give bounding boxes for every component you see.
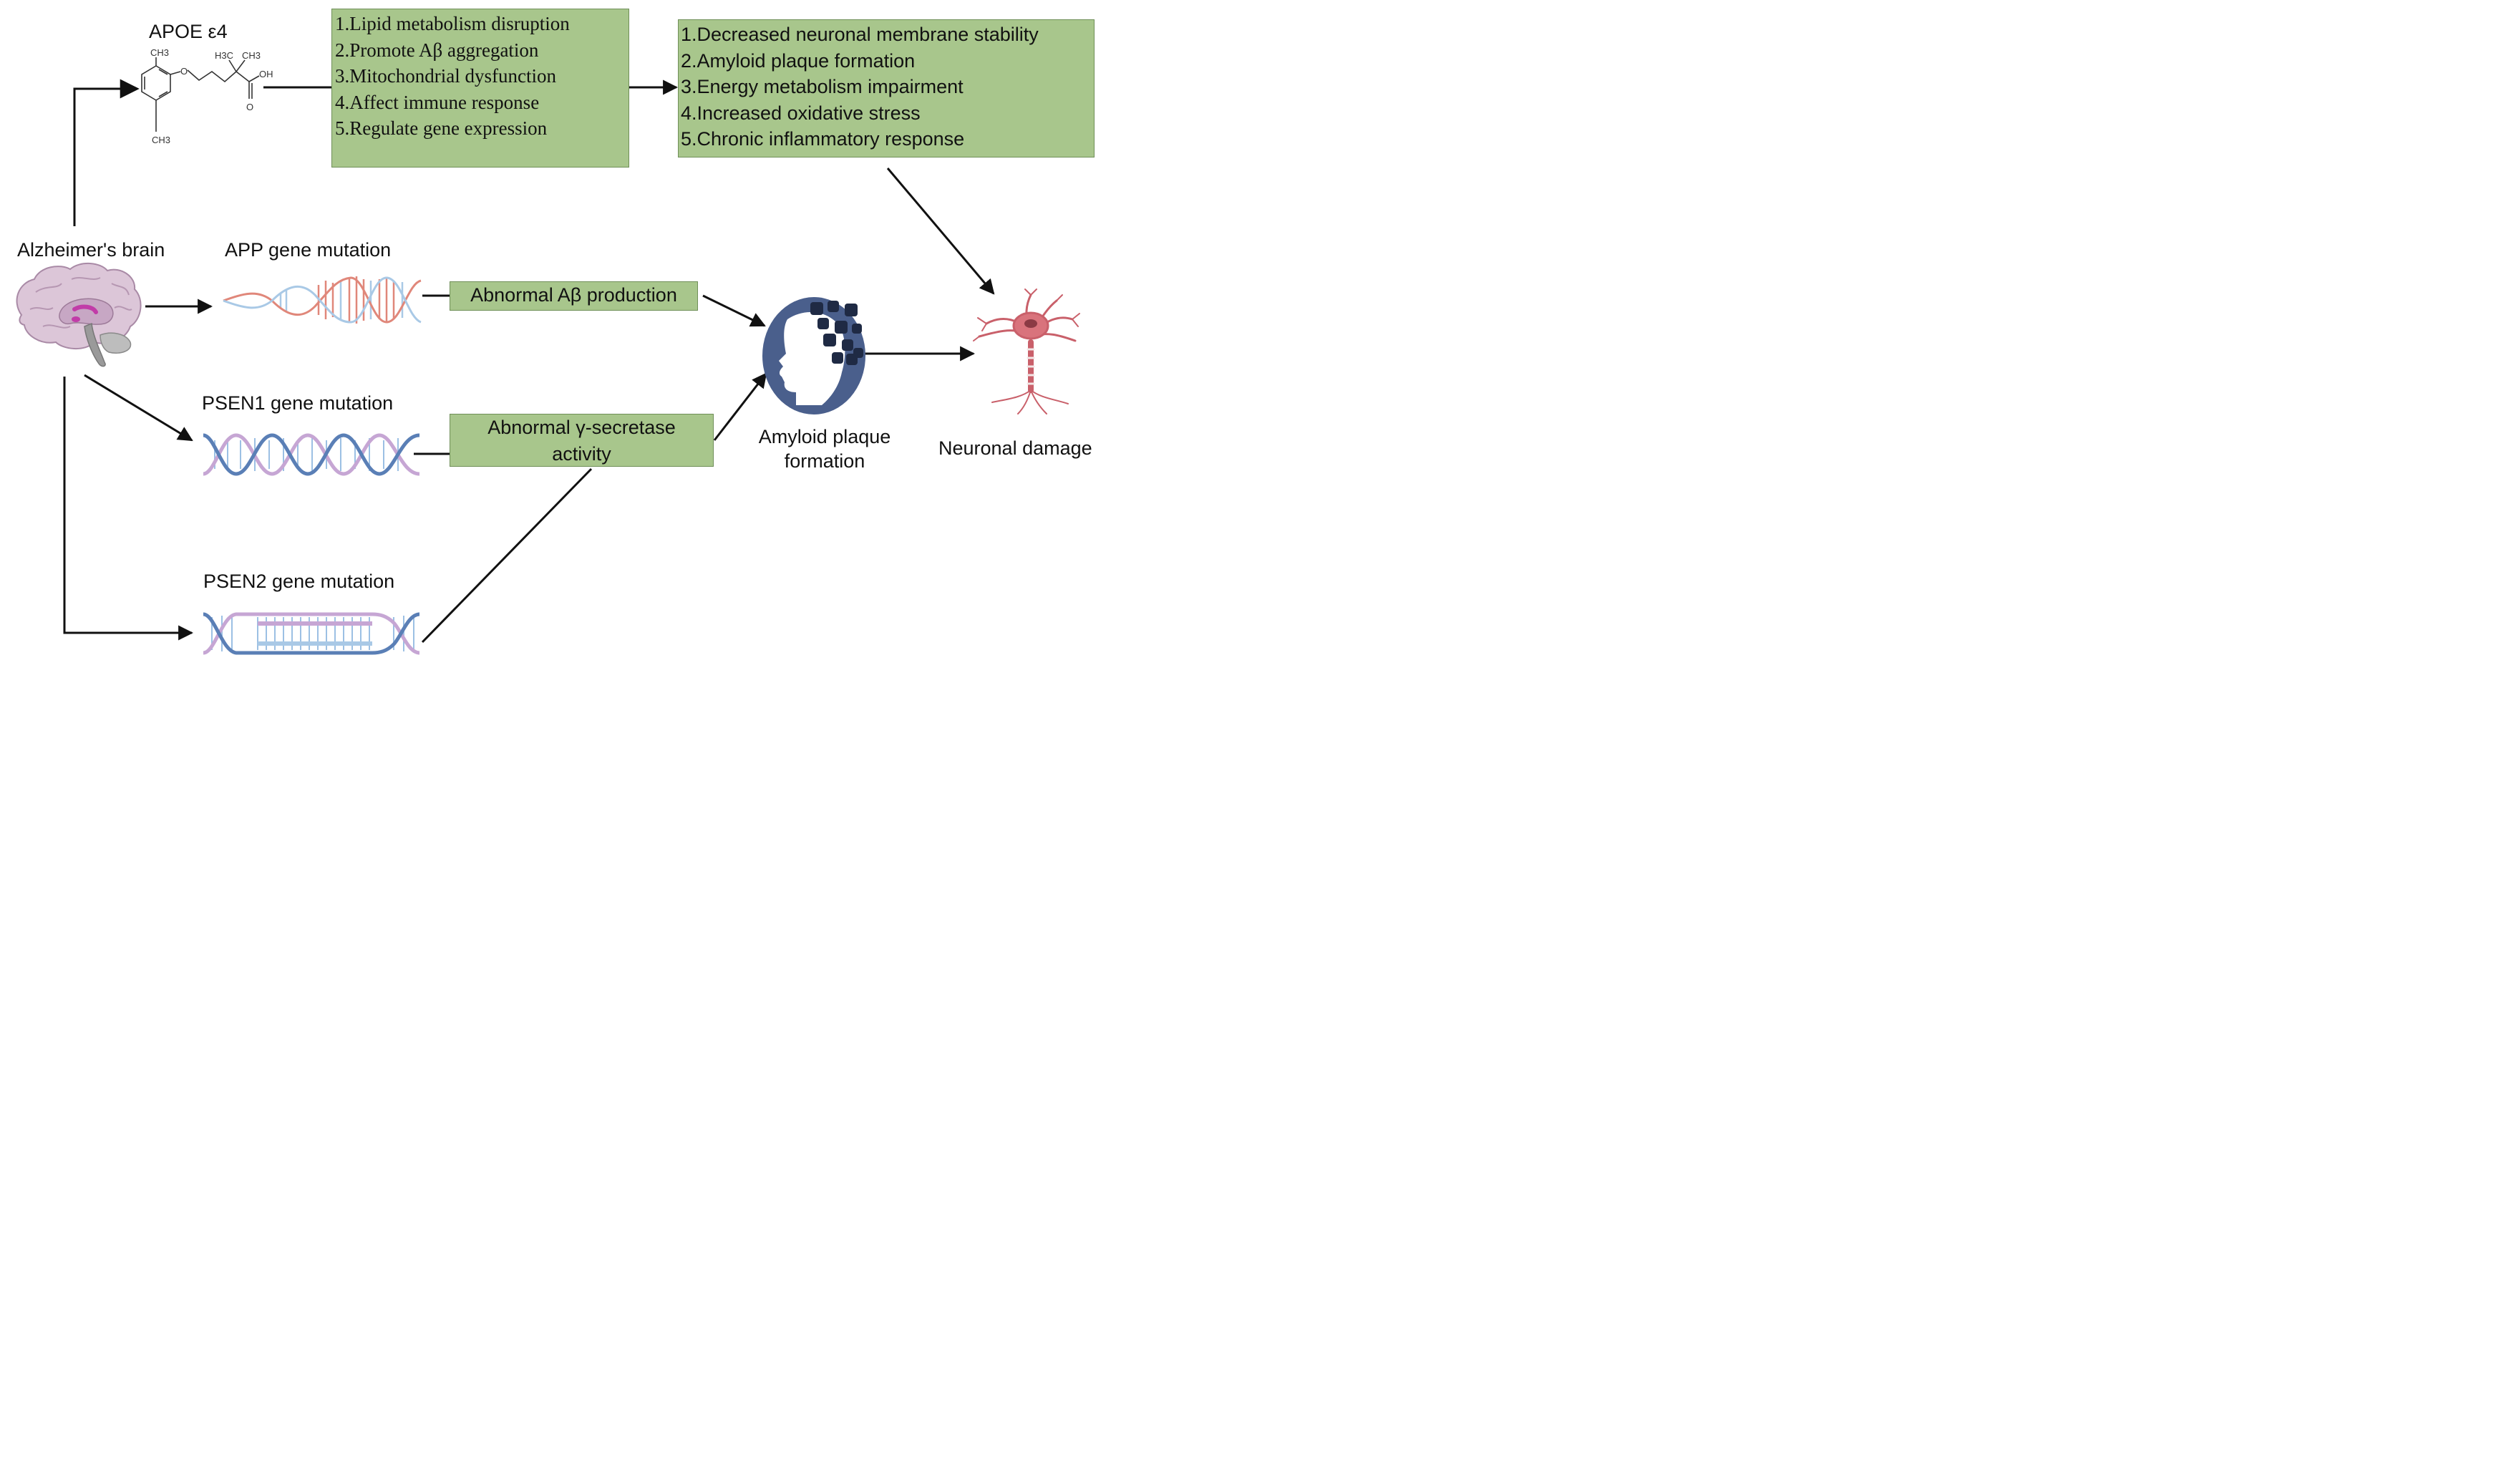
- gamma-secretase-line1: Abnormal γ-secretase: [487, 417, 676, 438]
- alzheimers-brain-label: Alzheimer's brain: [17, 239, 165, 261]
- effect-item: 2.Amyloid plaque formation: [681, 49, 916, 72]
- apoe-molecule-labels: CH3 CH3 O H3C CH3 OH O: [150, 47, 273, 145]
- psen2-gene-mutation-label: PSEN2 gene mutation: [203, 571, 395, 592]
- gamma-secretase-box: Abnormal γ-secretase activity: [450, 414, 714, 467]
- mechanism-item: 3.Mitochondrial dysfunction: [335, 65, 556, 87]
- arrow-brain-to-apoe: [73, 79, 140, 226]
- mechanism-item: 4.Affect immune response: [335, 91, 540, 113]
- abnormal-abeta-box: Abnormal Aβ production: [450, 281, 698, 311]
- connectors: [63, 79, 995, 644]
- neuronal-damage-label: Neuronal damage: [938, 437, 1092, 459]
- molecule-label-ch3-top: CH3: [150, 47, 169, 58]
- app-dna-icon: [223, 276, 422, 324]
- molecule-label-ch3-bottom: CH3: [152, 135, 170, 145]
- molecule-label-o-ether: O: [180, 66, 188, 77]
- psen1-gene-mutation-label: PSEN1 gene mutation: [202, 392, 394, 414]
- pathway-diagram: CH3 CH3 O H3C CH3 OH O: [16, 47, 1080, 655]
- app-gene-mutation-label: APP gene mutation: [225, 239, 392, 261]
- line-psen2-to-gamma: [421, 467, 593, 644]
- amyloid-plaque-head-icon: [762, 297, 865, 414]
- brain-icon: [16, 263, 142, 367]
- effect-item: 1.Decreased neuronal membrane stability: [681, 24, 1039, 45]
- neuron-icon: [973, 288, 1080, 414]
- arrow-brain-to-psen2: [63, 377, 194, 641]
- apoe-mechanisms-box: 1.Lipid metabolism disruption 2.Promote …: [331, 9, 629, 168]
- apoe-effects-box: 1.Decreased neuronal membrane stability …: [678, 19, 1095, 157]
- apoe-molecule-icon: [141, 57, 260, 132]
- amyloid-plaque-line2: formation: [784, 450, 865, 472]
- molecule-label-o-carbonyl: O: [246, 102, 253, 112]
- abnormal-abeta-text: Abnormal Aβ production: [470, 284, 677, 306]
- arrow-brain-to-psen1: [84, 374, 193, 442]
- molecule-label-oh: OH: [259, 69, 273, 79]
- effect-item: 5.Chronic inflammatory response: [681, 128, 965, 150]
- amyloid-plaque-line1: Amyloid plaque: [758, 426, 891, 447]
- molecule-label-h3c: H3C: [215, 50, 233, 61]
- mechanism-item: 2.Promote Aβ aggregation: [335, 39, 539, 61]
- psen2-dna-icon: [203, 612, 420, 655]
- effect-item: 4.Increased oxidative stress: [681, 102, 921, 124]
- psen1-dna-icon: [203, 433, 420, 476]
- mechanism-item: 1.Lipid metabolism disruption: [335, 13, 570, 34]
- gamma-secretase-line2: activity: [552, 443, 611, 465]
- arrow-effects-to-neuron: [886, 168, 995, 295]
- apoe-title: APOE ε4: [149, 21, 228, 42]
- mechanism-item: 5.Regulate gene expression: [335, 117, 548, 139]
- molecule-label-ch3-right: CH3: [242, 50, 261, 61]
- arrow-abeta-to-plaque: [702, 294, 766, 327]
- arrow-gamma-to-plaque: [713, 372, 767, 441]
- effect-item: 3.Energy metabolism impairment: [681, 76, 964, 97]
- amyloid-plaque-label: Amyloid plaque formation: [739, 425, 911, 474]
